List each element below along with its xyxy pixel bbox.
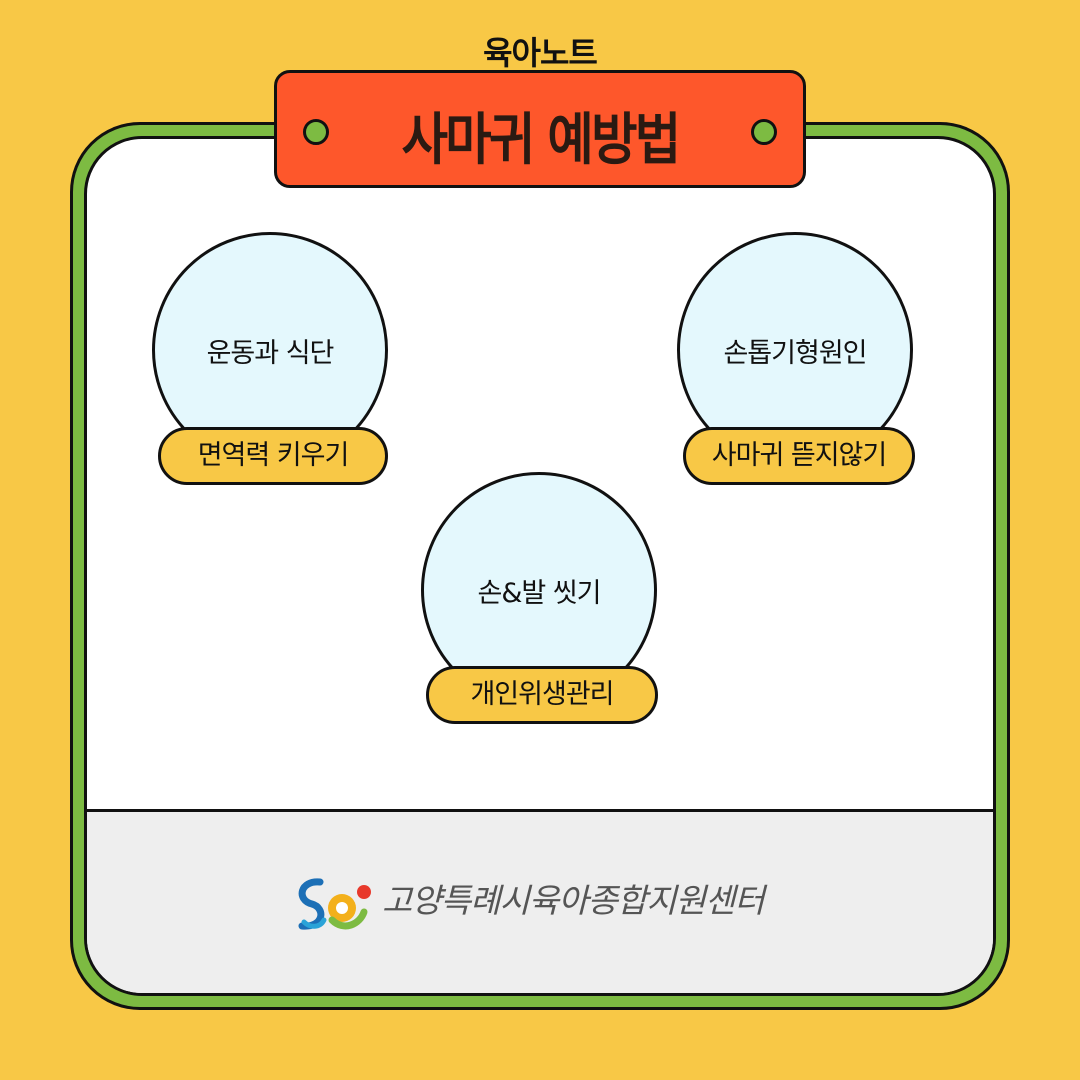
left-dot-icon	[303, 119, 329, 145]
bubble-label: 운동과 식단	[206, 338, 335, 369]
center-logo: 고양특례시육아종합지원센터	[290, 862, 790, 932]
page-title: 사마귀 예방법	[401, 108, 682, 173]
series-label: 육아노트	[483, 34, 598, 72]
pill-hygiene: 개인위생관리	[426, 666, 658, 724]
footer-area	[87, 809, 993, 993]
right-dot-icon	[751, 119, 777, 145]
title-banner: 사마귀 예방법	[274, 70, 806, 188]
pill-dont-pick: 사마귀 뜯지않기	[683, 427, 915, 485]
org-name: 고양특례시육아종합지원센터	[382, 881, 765, 920]
bubble-label: 손톱기형원인	[723, 338, 867, 369]
pill-immunity: 면역력 키우기	[158, 427, 388, 485]
center-logo-icon	[298, 878, 371, 930]
bubble-label: 손&발 씻기	[477, 578, 602, 609]
